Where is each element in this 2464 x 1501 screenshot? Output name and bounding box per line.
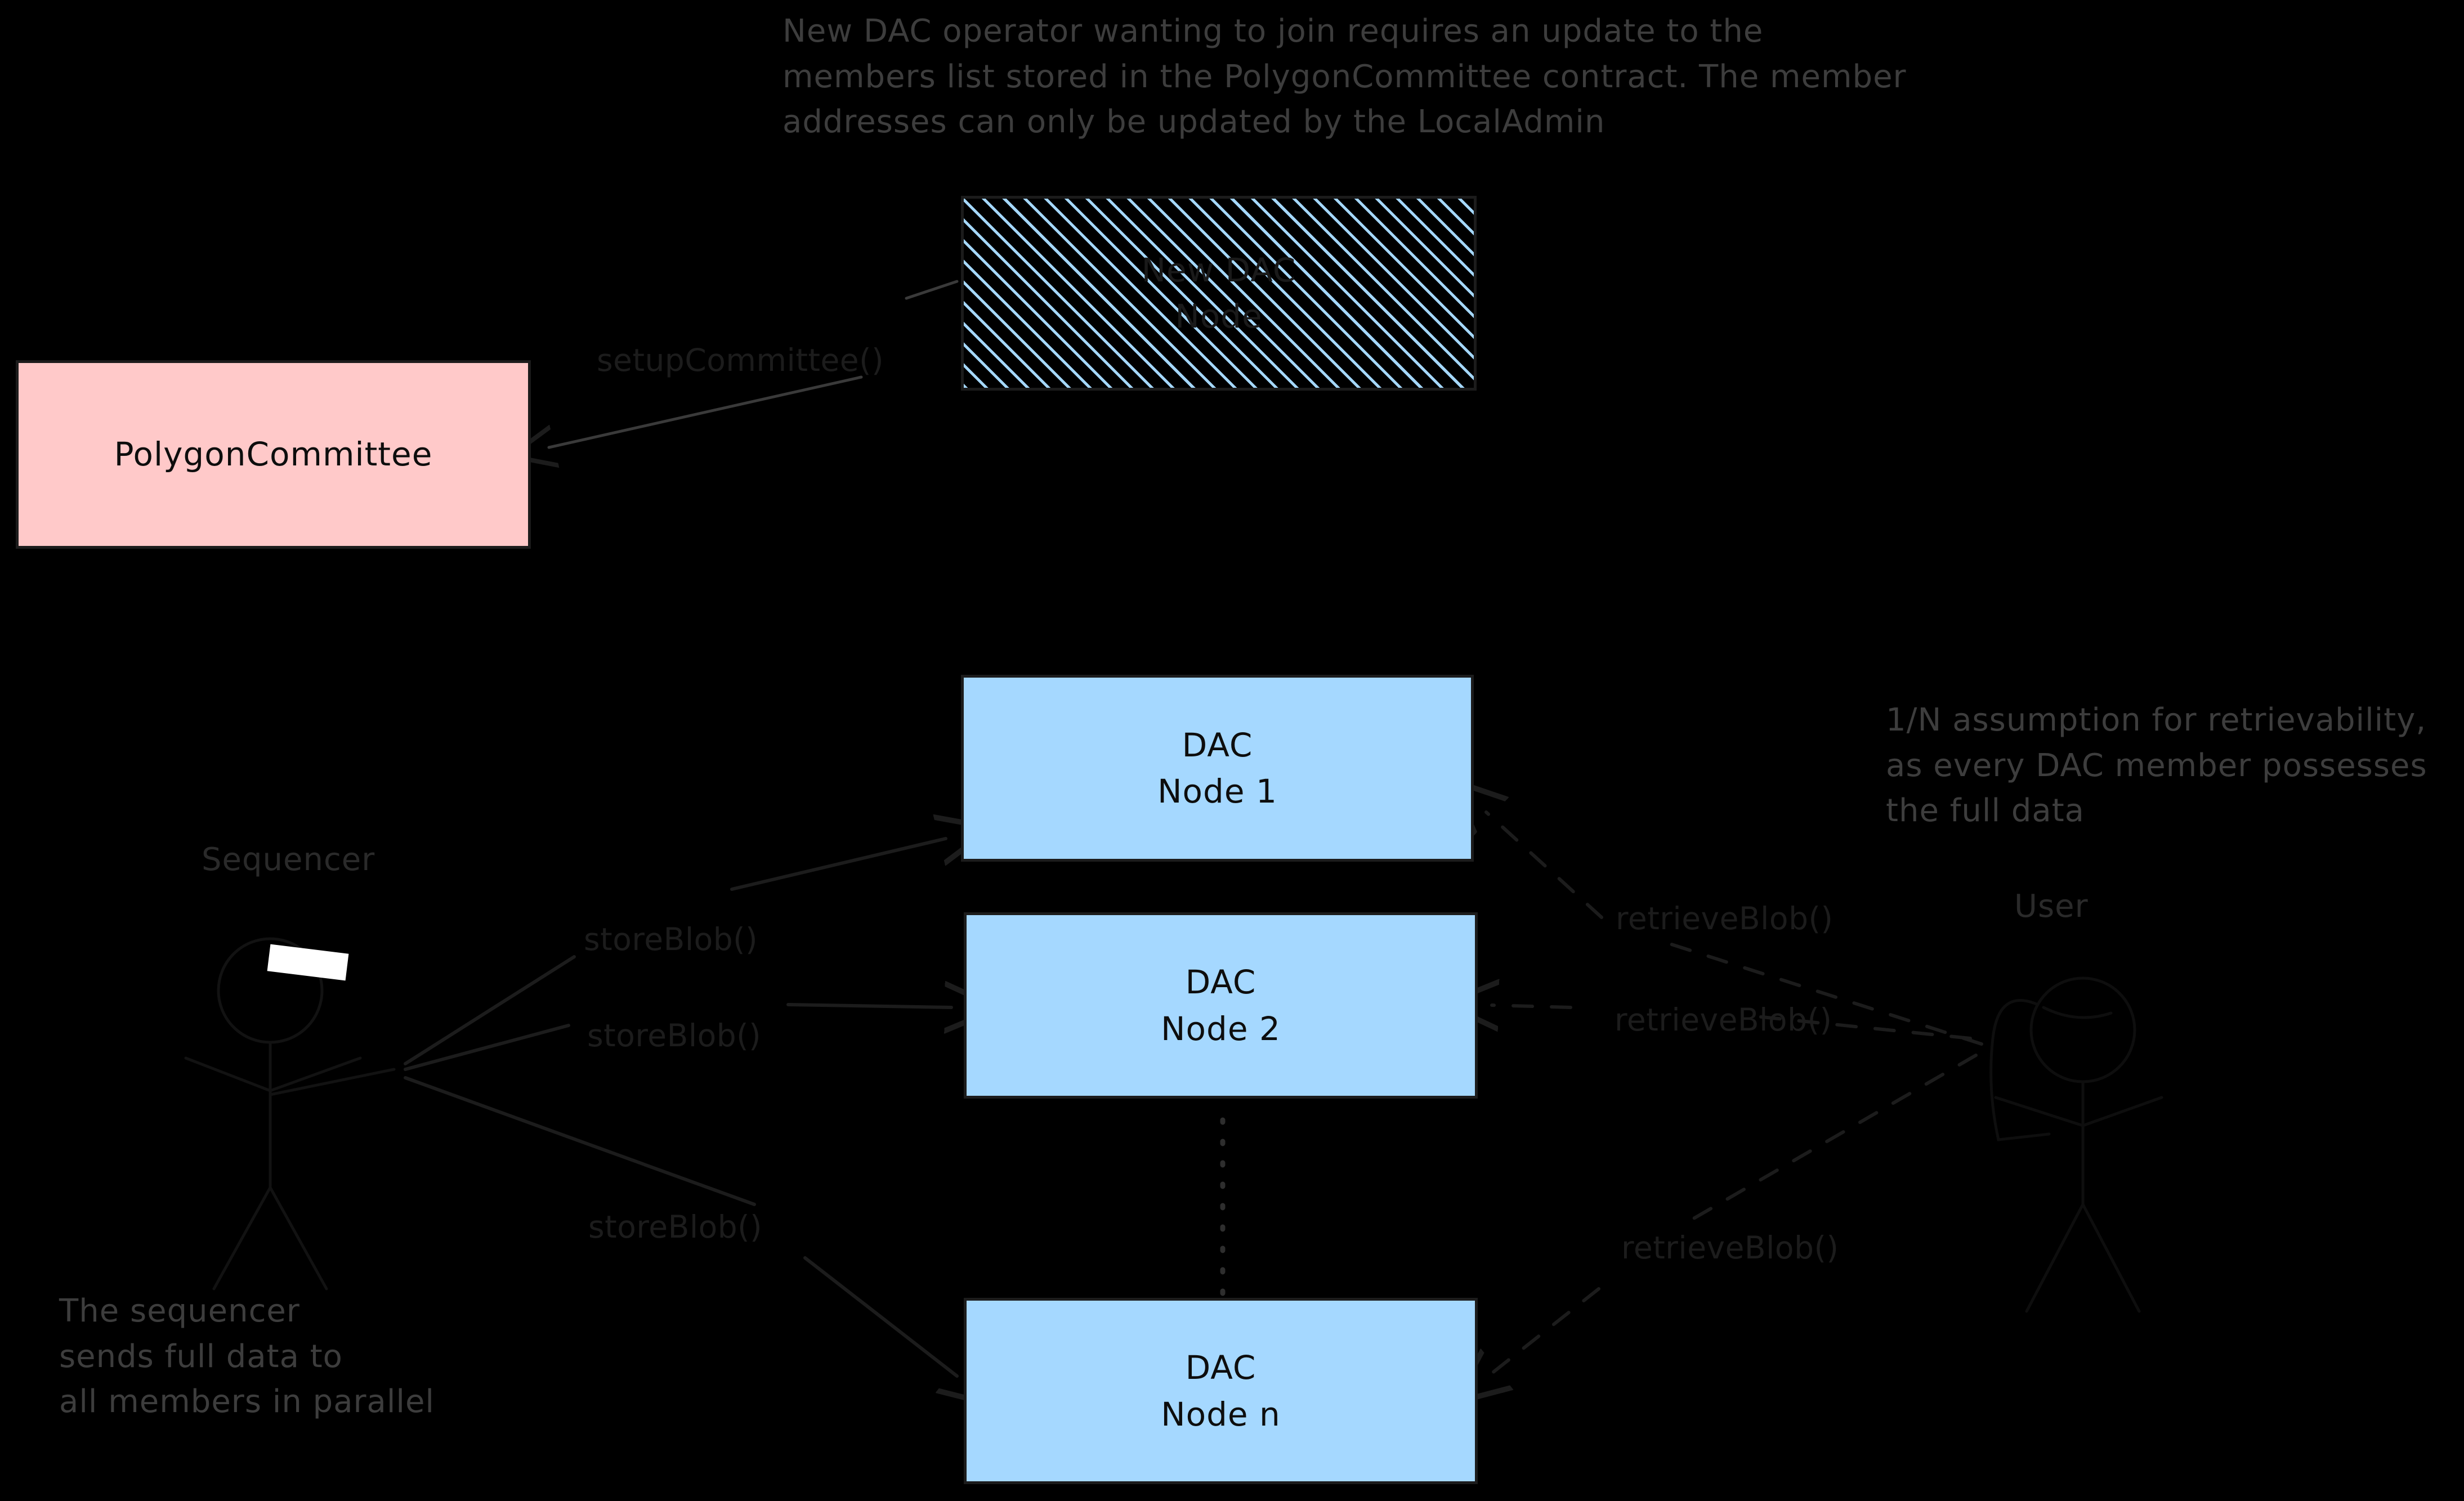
sequencer-badge (267, 944, 349, 981)
new-dac-node-label: New DAC Node (964, 199, 1474, 388)
sequencer-label: Sequencer (202, 841, 375, 878)
edge-retrieve-blob-n (1492, 1054, 1978, 1373)
dac-node-1-label: DAC Node 1 (964, 678, 1471, 859)
edge-label-retrieve-blob-1: retrieveBlob() (1616, 900, 1834, 937)
dac-node-n-box[interactable]: DAC Node n (964, 1298, 1478, 1484)
annotation-bottom-left-note: The sequencer sends full data to all mem… (59, 1293, 435, 1421)
user-label: User (2014, 888, 2089, 925)
dac-node-1-line2: Node 1 (1157, 772, 1277, 810)
annotation-right-note: 1/N assumption for retrievability, as ev… (1886, 702, 2427, 830)
polygon-committee-label: PolygonCommittee (114, 435, 433, 474)
dac-node-n-label: DAC Node n (967, 1301, 1475, 1481)
user-figure (1989, 976, 2163, 1313)
edge-label-store-blob-1: storeBlob() (584, 921, 758, 957)
new-dac-node-line1: New DAC (1141, 250, 1296, 289)
edge-label-setup-committee: setupCommittee() (597, 342, 884, 378)
sequencer-figure (184, 937, 396, 1291)
dac-node-1-line1: DAC (1182, 725, 1253, 764)
edge-label-store-blob-2: storeBlob() (587, 1018, 762, 1054)
dac-node-2-line2: Node 2 (1161, 1009, 1281, 1048)
new-dac-node-line2: Node (1175, 297, 1263, 335)
polygon-committee-box[interactable]: PolygonCommittee (16, 360, 531, 549)
edge-label-store-blob-n: storeBlob() (588, 1209, 763, 1245)
dac-node-n-line1: DAC (1185, 1348, 1256, 1387)
dac-node-2-label: DAC Node 2 (967, 915, 1475, 1096)
edge-label-retrieve-blob-2: retrieveBlob() (1615, 1002, 1832, 1038)
dac-node-1-box[interactable]: DAC Node 1 (961, 675, 1474, 862)
dac-node-2-line1: DAC (1185, 963, 1256, 1002)
annotation-top-note: New DAC operator wanting to join require… (782, 13, 1907, 141)
dac-node-n-line2: Node n (1161, 1395, 1281, 1433)
new-dac-node-box[interactable]: New DAC Node (961, 196, 1477, 391)
dac-node-2-box[interactable]: DAC Node 2 (964, 912, 1478, 1099)
edge-label-retrieve-blob-n: retrieveBlob() (1621, 1230, 1839, 1266)
